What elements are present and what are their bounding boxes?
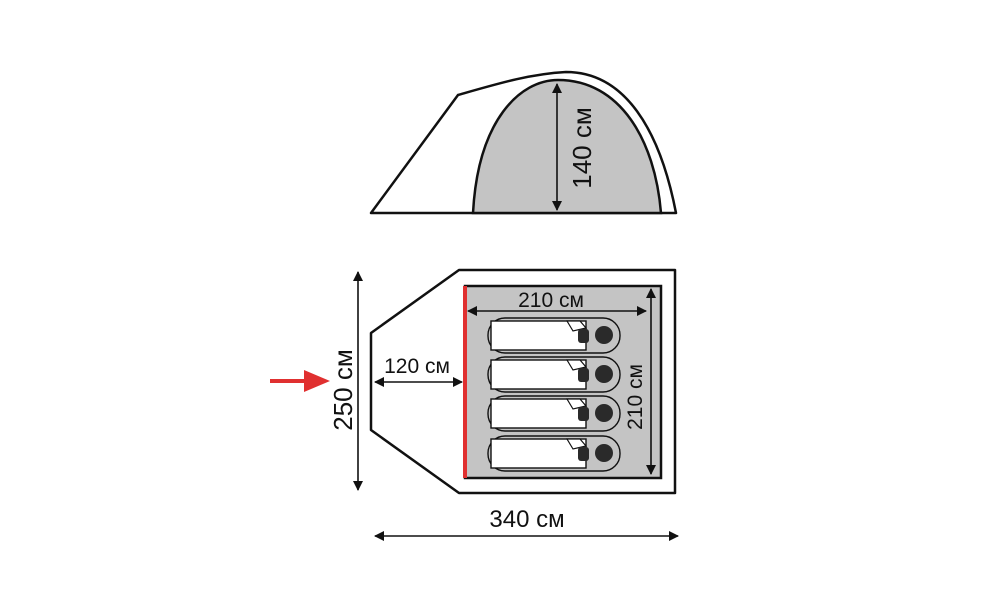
sleeping-place-1 <box>487 317 621 354</box>
pillow-fold <box>565 438 588 450</box>
body-shoulders <box>578 329 589 343</box>
sleeping-pad-outline <box>487 395 621 432</box>
pillow-fold <box>565 320 588 332</box>
side-view: 140 см <box>369 70 678 215</box>
height-label: 140 см <box>567 107 597 188</box>
sleeping-place-2 <box>487 356 621 393</box>
sleeping-pad-outline <box>487 317 621 354</box>
top-view: 120 см 210 см 210 см <box>270 268 679 541</box>
inner-width-label: 210 см <box>624 364 647 430</box>
sleeping-pad-outline <box>487 435 621 472</box>
overall-width-label: 250 см <box>328 349 358 430</box>
inner-length-label: 210 см <box>518 289 584 312</box>
body-shoulders <box>578 447 589 461</box>
side-view-inner-dome <box>471 78 663 215</box>
sleeping-pad-outline <box>487 356 621 393</box>
overall-length-label: 340 см <box>489 506 564 533</box>
sleeping-place-4 <box>487 435 621 472</box>
person-head-icon <box>595 444 613 462</box>
person-head-icon <box>595 326 613 344</box>
pillow-fold <box>565 398 588 410</box>
person-head-icon <box>595 404 613 422</box>
pillow-fold <box>565 359 588 371</box>
sleeping-place-3 <box>487 395 621 432</box>
body-shoulders <box>578 368 589 382</box>
red-arrow-icon <box>270 370 330 392</box>
person-head-icon <box>595 365 613 383</box>
vestibule-depth-label: 120 см <box>384 355 450 378</box>
body-shoulders <box>578 407 589 421</box>
